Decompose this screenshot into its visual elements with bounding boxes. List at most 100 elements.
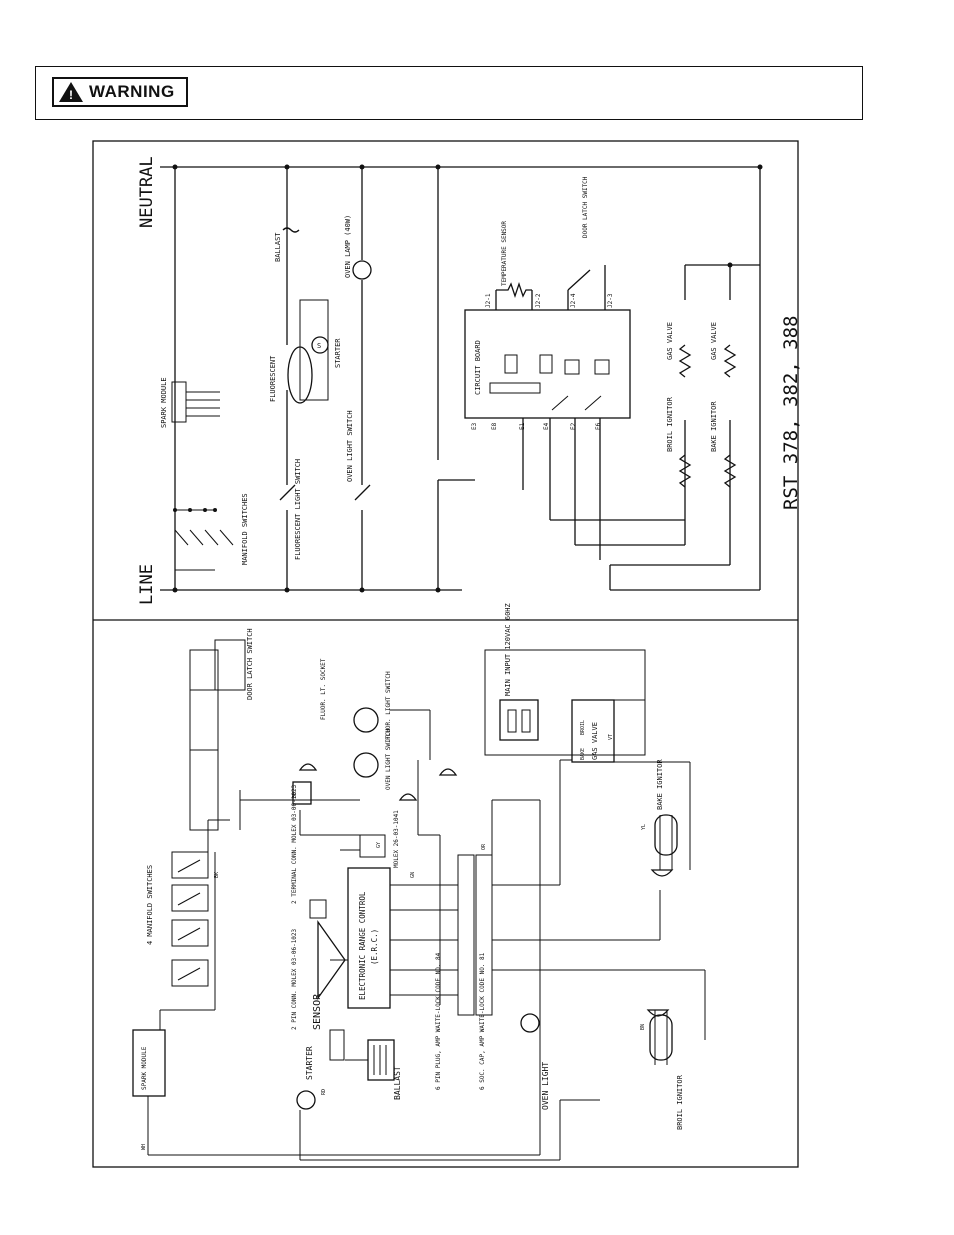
ballast-label: BALLAST bbox=[393, 1066, 402, 1100]
spark-module-label: SPARK MODULE bbox=[160, 377, 168, 428]
gas-valve-label-2: GAS VALVE bbox=[710, 322, 718, 360]
wire-color-labels: WH BU YL RD BK OR GY BN VT GN bbox=[141, 734, 647, 1150]
fluor-light-switch bbox=[353, 707, 379, 733]
door-latch-switch-label: DOOR LATCH SWITCH bbox=[246, 628, 254, 700]
main-input-harness bbox=[484, 649, 646, 756]
line-label: LINE bbox=[137, 564, 157, 605]
sensor-label: SENSOR bbox=[312, 993, 323, 1030]
relay-contact bbox=[584, 395, 602, 411]
fluorescent-label: FLUORESCENT bbox=[269, 355, 277, 402]
gas-valve-broil-coil bbox=[678, 344, 692, 378]
fluor-light-switch-label: FLUOR. LIGHT SWITCH bbox=[385, 671, 392, 740]
temperature-sensor-label: TEMPERATURE SENSOR bbox=[501, 221, 508, 286]
relay-contact bbox=[551, 395, 569, 411]
oven-lamp bbox=[352, 260, 372, 280]
fluor-socket-2 bbox=[329, 1029, 345, 1061]
oven-light-switch bbox=[353, 752, 379, 778]
board-output-wires bbox=[522, 264, 760, 566]
sensor bbox=[317, 919, 346, 1001]
bake-ignitor-label: BAKE IGNITOR bbox=[656, 759, 664, 810]
fluorescent-light-switch-label: FLUORESCENT LIGHT SWITCH bbox=[294, 459, 302, 560]
svg-text:S: S bbox=[317, 342, 321, 350]
fluor-lt-socket-base bbox=[292, 781, 312, 805]
six-socket-cap bbox=[475, 854, 493, 1016]
svg-text:OR: OR bbox=[481, 843, 487, 850]
warning-badge: ! WARNING bbox=[52, 77, 188, 107]
manifold-switches-label: 4 MANIFOLD SWITCHES bbox=[146, 865, 154, 945]
model-numbers: RST 378, 382, 388 bbox=[780, 316, 802, 510]
oven-light-switch bbox=[354, 484, 371, 501]
neutral-label: NEUTRAL bbox=[137, 156, 157, 228]
broil-ignitor bbox=[646, 1009, 673, 1065]
bake-ignitor bbox=[650, 814, 678, 877]
manifold-switch-bank bbox=[171, 851, 209, 987]
ballast-label: BALLAST bbox=[274, 232, 282, 262]
oven-light-switch-label: OVEN LIGHT SWITCH bbox=[346, 410, 354, 482]
terminal-label: J2-4 bbox=[570, 293, 577, 308]
harness-wires bbox=[239, 699, 706, 1161]
gas-valve-label: GAS VALVE bbox=[666, 322, 674, 360]
diagram-frame bbox=[92, 140, 799, 1168]
door-latch-switch bbox=[567, 269, 591, 291]
svg-text:VT: VT bbox=[608, 734, 614, 740]
junction-dots bbox=[172, 164, 763, 593]
fluorescent-light-switch bbox=[279, 484, 296, 501]
gas-valve-label: GAS VALVE bbox=[591, 722, 599, 760]
manifold-switches bbox=[173, 508, 234, 571]
ballast-coil bbox=[282, 227, 300, 233]
main-input-block bbox=[499, 699, 539, 741]
erc-module bbox=[347, 867, 391, 1009]
cap-6soc-label: 6 SOC. CAP, AMP WAITE-LOCK CODE NO. 81 bbox=[479, 952, 486, 1090]
oven-light-bulb bbox=[520, 1013, 540, 1033]
manifold-switches-label: MANIFOLD SWITCHES bbox=[241, 493, 249, 565]
spark-module-block bbox=[171, 381, 187, 423]
broil-ignitor-resistor bbox=[678, 454, 692, 488]
temperature-sensor bbox=[496, 281, 532, 299]
starter-label: STARTER bbox=[334, 338, 342, 368]
two-terminal-conn-label: 2 TERMINAL CONN. MOLEX 03-06-1023 bbox=[291, 784, 298, 904]
svg-text:BK: BK bbox=[214, 872, 220, 878]
svg-text:GN: GN bbox=[410, 872, 416, 878]
warning-banner: ! WARNING bbox=[35, 66, 863, 120]
bake-ignitor-resistor bbox=[723, 454, 737, 488]
spark-module-label: SPARK MODULE bbox=[141, 1046, 148, 1090]
gas-valve-broil-label: BROIL bbox=[580, 720, 586, 735]
two-terminal-conn bbox=[309, 899, 327, 919]
fluor-lt-socket-label: FLUOR. LT. SOCKET bbox=[320, 658, 327, 720]
terminal-label: E3 bbox=[471, 422, 478, 430]
spark-module-box bbox=[132, 1029, 166, 1097]
bake-ignitor-label: BAKE IGNITOR bbox=[710, 401, 718, 452]
svg-text:GY: GY bbox=[376, 842, 382, 848]
terminal-label: J2-2 bbox=[535, 293, 542, 308]
terminal-label: E8 bbox=[491, 422, 498, 430]
terminal-label: E2 bbox=[570, 422, 577, 430]
terminal-label: E4 bbox=[543, 422, 550, 430]
circuit-board bbox=[464, 309, 631, 419]
wiring-panel: SPARK MODULE 4 MANIFOLD SWITCHES DOOR LA… bbox=[132, 603, 706, 1161]
gas-valve-bake-coil bbox=[723, 344, 737, 378]
starter-bulb bbox=[296, 1090, 316, 1110]
fluor-lt-socket bbox=[298, 763, 318, 771]
terminal-label: J2-3 bbox=[607, 293, 614, 308]
svg-text:YL: YL bbox=[641, 824, 647, 830]
circuit-board-label: CIRCUIT BOARD bbox=[474, 340, 482, 395]
svg-text:WH: WH bbox=[141, 1144, 147, 1150]
oven-light-switch-label: OVEN LIGHT SWITCH bbox=[385, 728, 392, 790]
starter-loop bbox=[299, 299, 329, 401]
plug-6pin-label: 6 PIN PLUG, AMP WAITE-LOCK CODE NO. 84 bbox=[435, 952, 442, 1090]
broil-ignitor-label: BROIL IGNITOR bbox=[676, 1074, 684, 1130]
starter-label: STARTER bbox=[305, 1046, 314, 1080]
oven-light-label: OVEN LIGHT bbox=[541, 1062, 550, 1110]
terminal-label: J2-1 bbox=[485, 293, 492, 308]
ballast-coil-box bbox=[367, 1039, 395, 1081]
warning-triangle-icon: ! bbox=[59, 82, 83, 102]
board-relay-bar bbox=[489, 382, 541, 394]
spark-harness bbox=[147, 819, 540, 1156]
warning-label: WARNING bbox=[89, 82, 175, 101]
erc-label: ELECTRONIC RANGE CONTROL bbox=[358, 891, 367, 1000]
erc-abbrev: (E.R.C.) bbox=[370, 929, 379, 965]
door-latch-harness bbox=[189, 649, 219, 831]
svg-text:BU: BU bbox=[292, 792, 298, 798]
molex-2pin-label: 2 PIN CONN. MOLEX 03-06-1023 bbox=[291, 928, 298, 1030]
